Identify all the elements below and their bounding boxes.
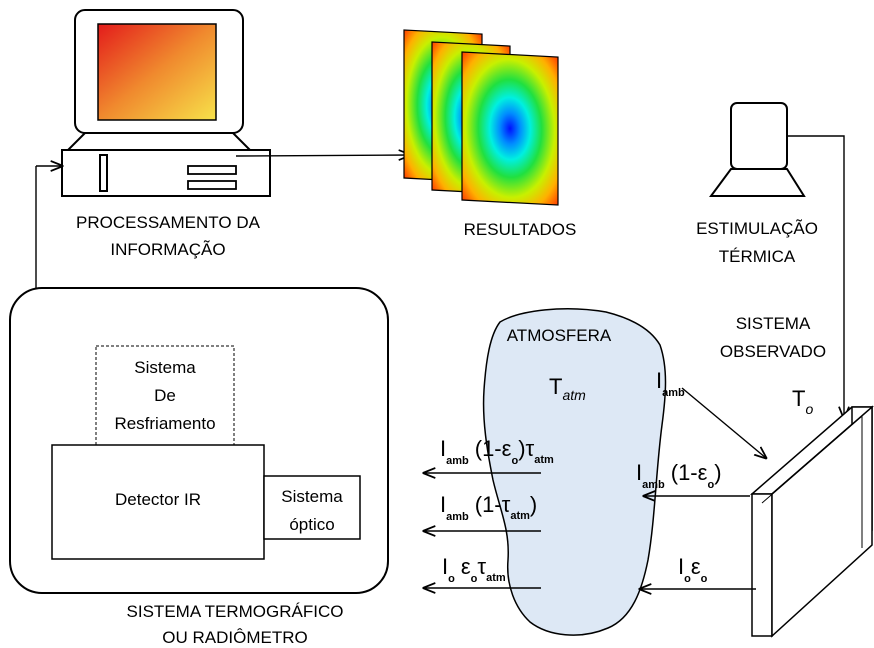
optics-label-line1: Sistema	[281, 487, 343, 506]
arrow-Iamb-in	[681, 387, 766, 458]
observed-object	[749, 405, 874, 638]
computer-case	[61, 149, 271, 197]
monitor-screen	[97, 23, 217, 121]
Tatm-label: Tatm	[549, 374, 586, 403]
formula-reflected: Iamb(1-εo)	[636, 460, 722, 491]
stimulation-label-line1: ESTIMULAÇÃO	[696, 219, 818, 238]
thermo-label-line2: OU RADIÔMETRO	[162, 628, 307, 647]
stimulation-label-line2: TÉRMICA	[719, 247, 796, 266]
cooling-label-line1: Sistema	[134, 358, 196, 377]
cooling-system-box	[95, 345, 235, 446]
arrow-stimulation	[787, 135, 844, 418]
atmosphere-cloud	[482, 308, 667, 636]
lamp-head	[730, 102, 788, 170]
thermo-label-line1: SISTEMA TERMOGRÁFICO	[127, 602, 344, 621]
formula-Iamb: Iamb	[656, 368, 685, 399]
monitor-stand	[65, 132, 253, 151]
drive-bay-1	[187, 165, 237, 175]
results-images	[403, 29, 559, 206]
results-label: RESULTADOS	[464, 220, 577, 239]
formula-emitted: Ioεo	[678, 554, 708, 585]
observed-label-line1: SISTEMA	[736, 314, 811, 333]
processing-label-line2: INFORMAÇÃO	[110, 240, 225, 259]
formula-out-1: Iamb(1-εo)τatm	[440, 436, 554, 467]
To-label: To	[792, 386, 813, 417]
observed-label-line2: OBSERVADO	[720, 342, 826, 361]
lamp-base	[709, 168, 806, 197]
drive-bay-2	[187, 180, 237, 190]
atmosphere-label: ATMOSFERA	[507, 326, 612, 345]
processing-label-line1: PROCESSAMENTO DA	[76, 213, 261, 232]
drive-slot	[99, 154, 108, 192]
slab-front	[751, 493, 773, 637]
arrow-to-results	[235, 155, 410, 156]
detector-box	[51, 444, 265, 560]
formula-out-2: Iamb(1-τatm)	[440, 492, 537, 523]
cooling-label-line2: De	[154, 386, 176, 405]
detector-label: Detector IR	[115, 490, 201, 509]
optics-box	[263, 475, 361, 540]
computer-icon	[61, 9, 271, 197]
result-image-3	[461, 51, 559, 206]
optics-label-line2: óptico	[289, 515, 334, 534]
cooling-label-line3: Resfriamento	[114, 414, 215, 433]
lamp-icon	[709, 102, 806, 197]
